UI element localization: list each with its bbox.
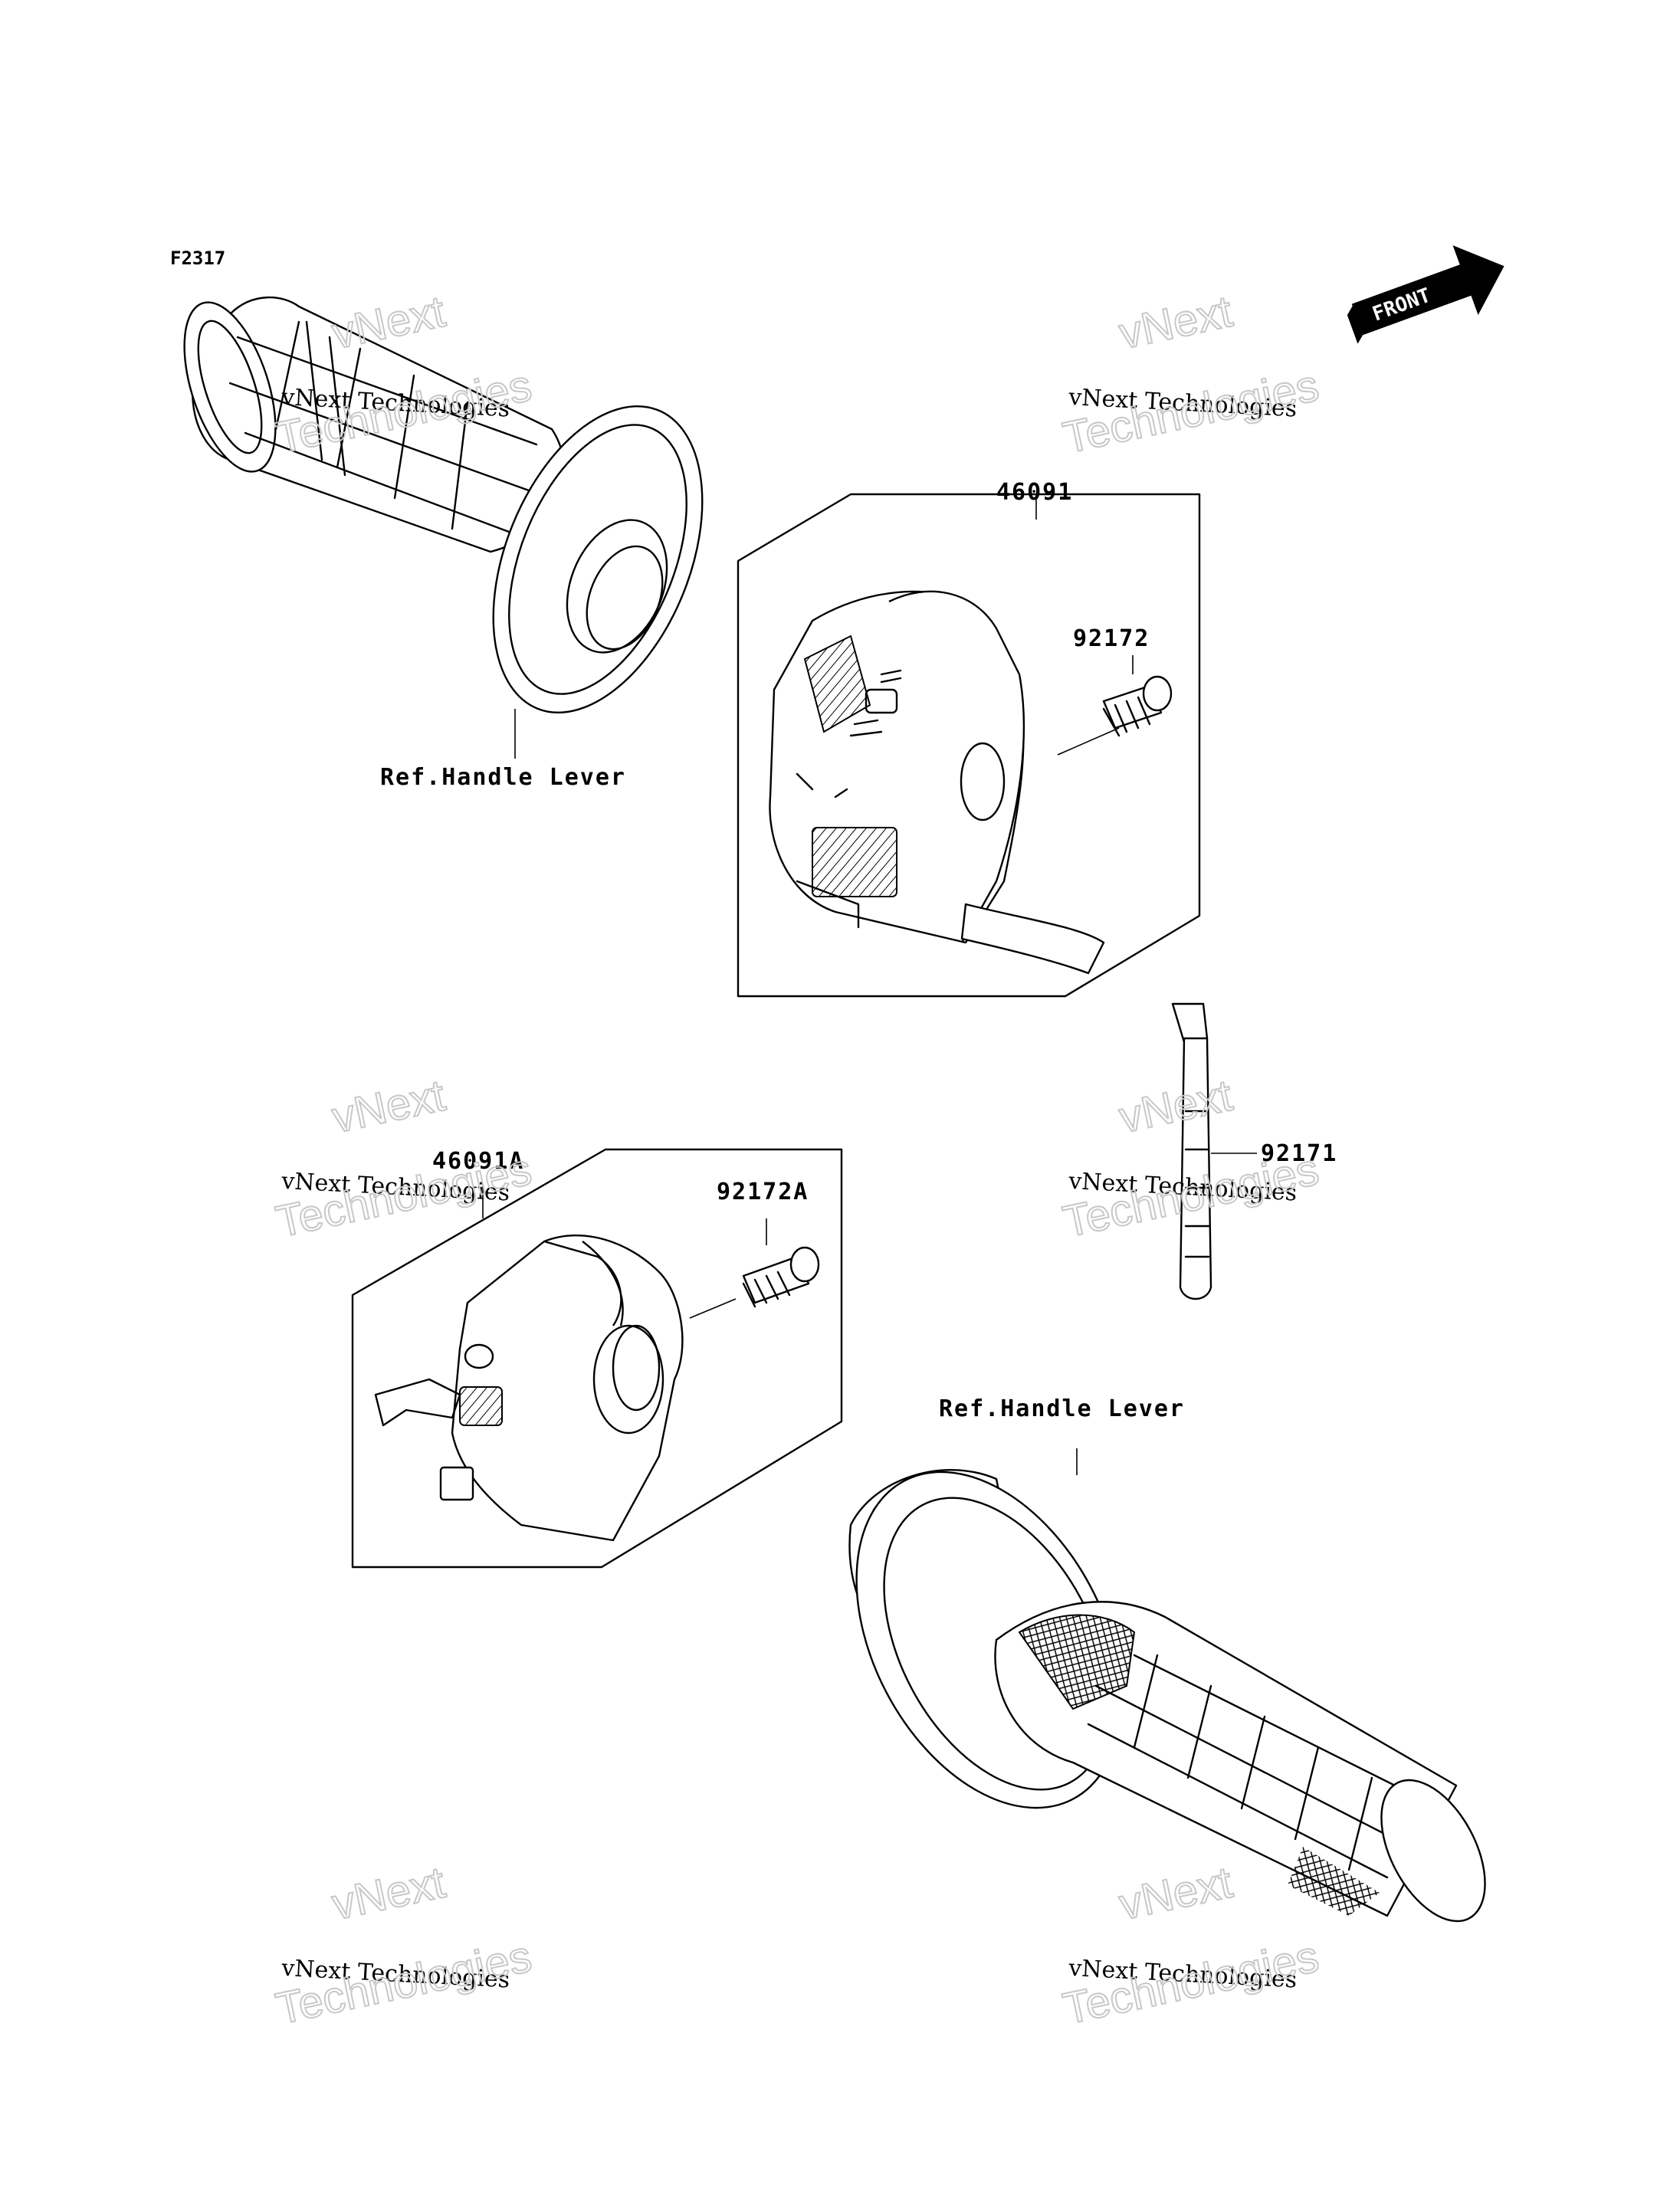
watermark: vNext vNext Technologies Technologies [1058, 286, 1324, 464]
right-grip-drawing [848, 1448, 1486, 1923]
svg-text:vNext: vNext [1115, 1858, 1237, 1930]
watermark: vNext vNext Technologies Technologies [271, 1857, 536, 2035]
left-grip-drawing [183, 296, 704, 759]
svg-text:vNext: vNext [328, 287, 450, 359]
grip-right-ref-label: Ref.Handle Lever [939, 1395, 1185, 1422]
svg-text:vNext: vNext [1115, 287, 1237, 359]
switch-right-drawing [737, 493, 1201, 998]
watermark: vNext vNext Technologies Technologies [1058, 1857, 1324, 2035]
diagram-code: F2317 [170, 248, 225, 269]
screw-left-number: 92172A [717, 1179, 809, 1205]
svg-text:vNext: vNext [328, 1071, 450, 1143]
cable-tie-drawing [1171, 1002, 1257, 1300]
screw-right-number: 92172 [1073, 625, 1150, 652]
switch-right-number: 46091 [996, 479, 1073, 506]
switch-left-drawing [351, 1148, 843, 1569]
svg-text:Technologies: Technologies [271, 1931, 536, 2034]
grip-left-ref-label: Ref.Handle Lever [380, 764, 626, 791]
front-arrow-icon: FRONT [1347, 245, 1504, 344]
cable-tie-number: 92171 [1261, 1140, 1337, 1167]
svg-text:Technologies: Technologies [1058, 1931, 1323, 2034]
svg-text:vNext: vNext [1115, 1071, 1237, 1143]
svg-text:Technologies: Technologies [1058, 360, 1323, 463]
svg-text:Technologies: Technologies [271, 1144, 536, 1247]
watermark: vNext vNext Technologies Technologies [271, 1070, 536, 1248]
svg-text:vNext: vNext [328, 1858, 450, 1930]
switch-left-number: 46091A [432, 1148, 524, 1175]
